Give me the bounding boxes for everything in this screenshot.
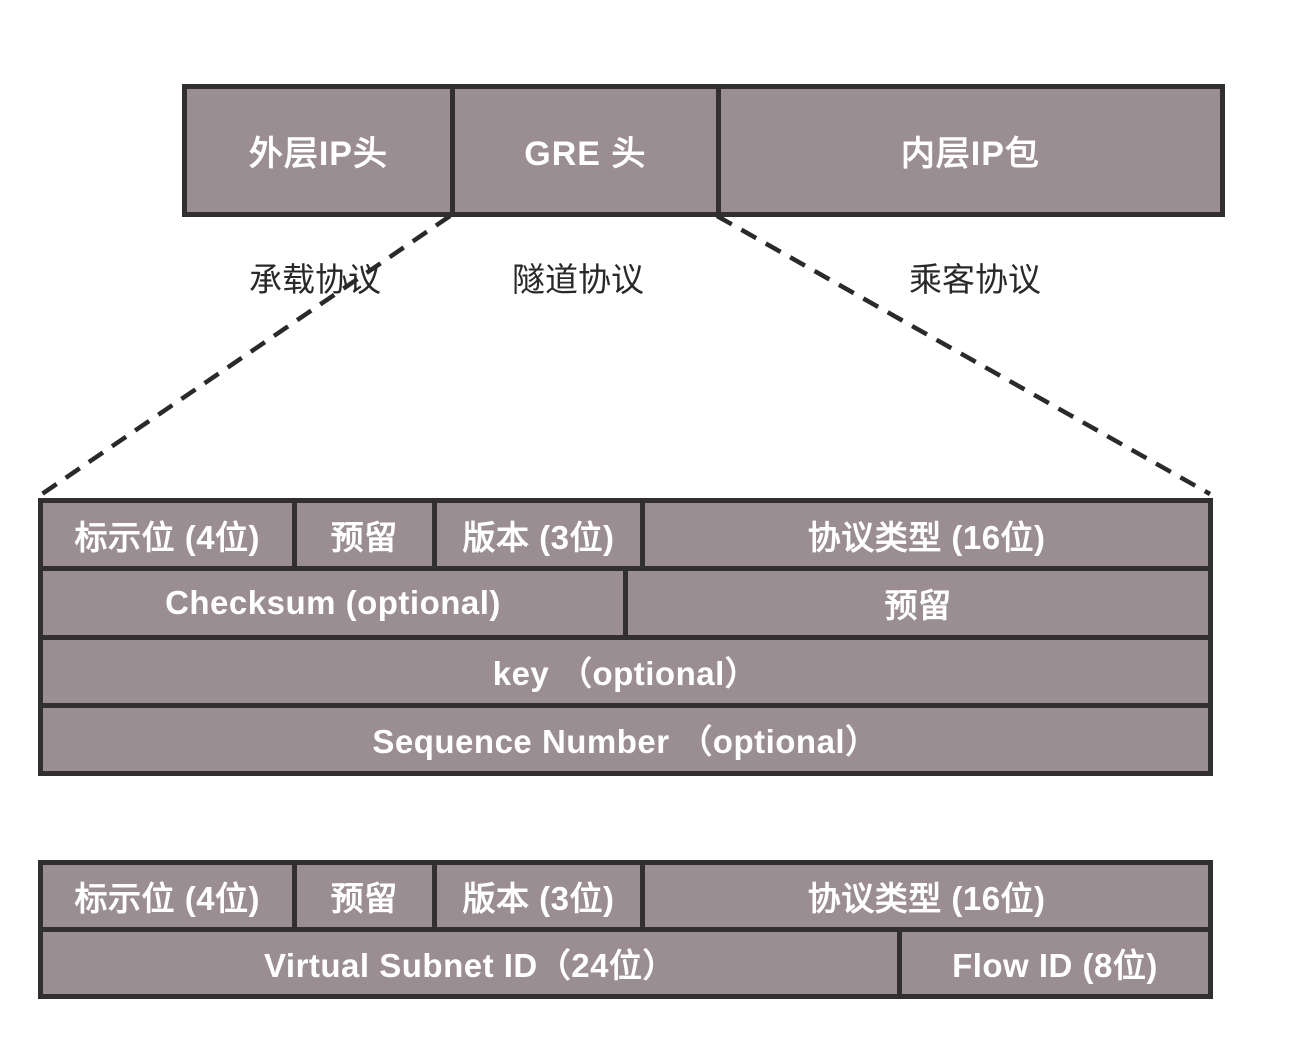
passenger-protocol-label: 乘客协议 xyxy=(909,261,1041,298)
gre-header-box: GRE 头 xyxy=(449,89,716,212)
nvgre-reserved-field-cell: 预留 xyxy=(291,865,432,927)
nvgre-protocol-type-field-cell: 协议类型 (16位) xyxy=(640,865,1208,927)
tunnel-protocol-label: 隧道协议 xyxy=(512,261,644,298)
reserved-field-cell: 预留 xyxy=(291,503,432,567)
inner-ip-packet-box: 内层IP包 xyxy=(715,89,1220,212)
version-field-cell: 版本 (3位) xyxy=(431,503,641,567)
gre-table-row-3: key （optional） xyxy=(43,634,1208,703)
gre-table-row-1: 标示位 (4位) 预留 版本 (3位) 协议类型 (16位) xyxy=(43,503,1208,567)
virtual-subnet-id-field-cell: Virtual Subnet ID（24位） xyxy=(263,947,676,984)
gre-header-table: 标示位 (4位) 预留 版本 (3位) 协议类型 (16位) Checksum … xyxy=(38,498,1213,776)
dashed-line-left xyxy=(40,214,452,496)
carrier-protocol-label: 承载协议 xyxy=(249,261,381,298)
nvgre-table-row-2: Virtual Subnet ID（24位） Flow ID (8位) xyxy=(43,927,1208,994)
protocol-type-field-cell: 协议类型 (16位) xyxy=(640,503,1208,567)
sequence-number-field-cell: Sequence Number （optional） xyxy=(372,723,879,761)
key-field-cell: key （optional） xyxy=(492,655,759,693)
nvgre-table-row-1: 标示位 (4位) 预留 版本 (3位) 协议类型 (16位) xyxy=(43,865,1208,927)
flow-id-field-cell: Flow ID (8位) xyxy=(896,932,1208,994)
nvgre-flags-field-cell: 标示位 (4位) xyxy=(74,880,261,917)
flags-field-cell: 标示位 (4位) xyxy=(74,518,261,556)
gre-table-row-2: Checksum (optional) 预留 xyxy=(43,566,1208,635)
packet-structure-row: 外层IP头 GRE 头 内层IP包 xyxy=(182,84,1225,217)
checksum-field-cell: Checksum (optional) xyxy=(165,583,501,621)
gre-table-row-4: Sequence Number （optional） xyxy=(43,702,1208,771)
nvgre-version-field-cell: 版本 (3位) xyxy=(431,865,641,927)
outer-ip-header-box: 外层IP头 xyxy=(187,89,450,212)
nvgre-header-table: 标示位 (4位) 预留 版本 (3位) 协议类型 (16位) Virtual S… xyxy=(38,860,1213,999)
reserved2-field-cell: 预留 xyxy=(623,571,1208,635)
dashed-line-right xyxy=(715,214,1212,496)
